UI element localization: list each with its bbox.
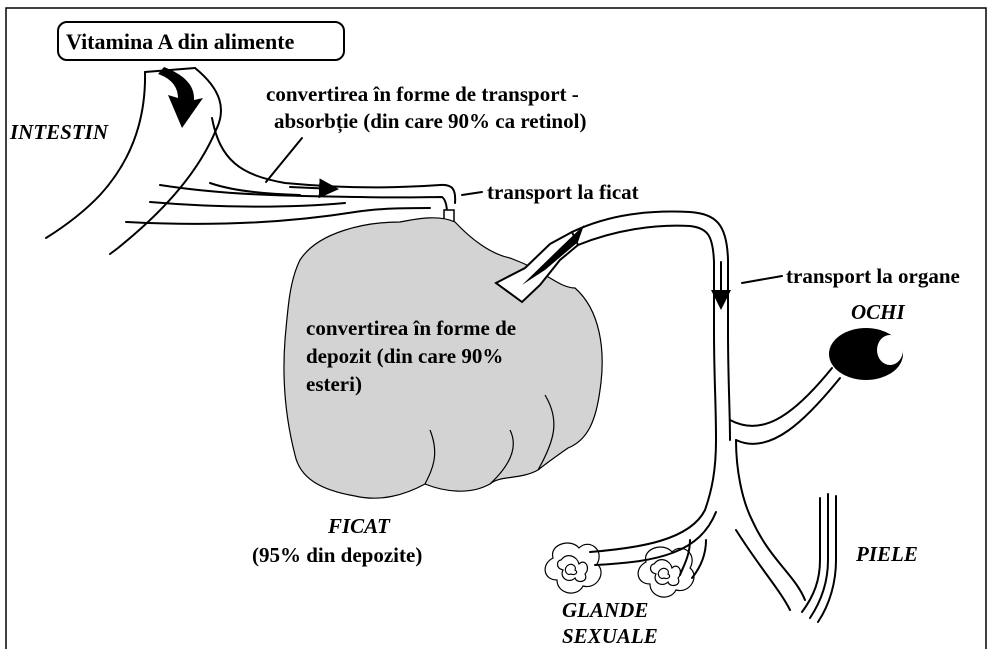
transport-vessel-to-liver [126, 118, 455, 227]
conversion-transport-label-1: convertirea în forme de transport - [266, 82, 579, 106]
liver-share-label: (95% din depozite) [252, 543, 422, 567]
leader-transport-liver [462, 192, 482, 195]
gonads-label-2: SEXUALE [562, 624, 658, 648]
storage-label-1: convertirea în forme de [306, 316, 516, 340]
ingestion-arrow [158, 67, 203, 128]
eye-organ [829, 328, 903, 380]
storage-label-3: esteri) [306, 372, 362, 396]
gonads-label-1: GLANDE [562, 598, 648, 622]
eye-label: OCHI [851, 300, 906, 324]
skin-organ [802, 494, 836, 622]
liver-label: FICAT [327, 514, 391, 538]
food-source-box: Vitamina A din alimente [58, 22, 344, 60]
transport-liver-label: transport la ficat [487, 180, 639, 204]
intestine-label: INTESTIN [9, 120, 109, 144]
intestine [46, 68, 221, 254]
skin-label: PIELE [855, 542, 918, 566]
storage-label-2: depozit (din care 90% [306, 344, 503, 368]
transport-organs-label: transport la organe [786, 264, 960, 288]
gonads-left [545, 543, 601, 593]
food-source-label: Vitamina A din alimente [66, 29, 295, 54]
leader-conversion-transport [266, 138, 302, 182]
conversion-transport-label-2: absorbție (din care 90% ca retinol) [274, 109, 586, 134]
leader-transport-organs [742, 276, 782, 283]
